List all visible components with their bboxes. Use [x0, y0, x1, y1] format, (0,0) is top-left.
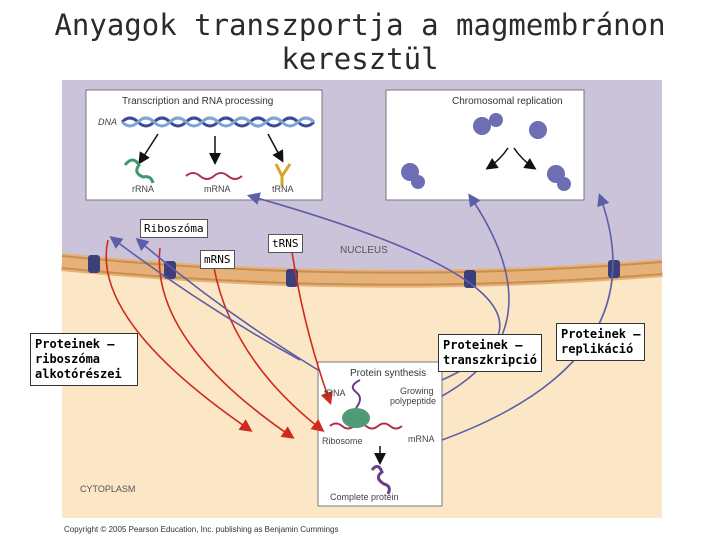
label-ribosomal-proteins-line-3: alkotórészei: [35, 367, 122, 381]
complete-protein-shape: [370, 465, 391, 495]
trna-label: tRNA: [272, 184, 294, 194]
protein-synthesis-caption: Protein synthesis: [350, 368, 427, 379]
complete-protein-label: Complete protein: [330, 492, 399, 502]
arrow-trna-out: [291, 251, 333, 406]
chromosomes: [401, 113, 571, 191]
rrna-shape: [123, 158, 155, 184]
label-replication-proteins: Proteinek – replikáció: [556, 323, 646, 361]
synthesis-ribosome-label: Ribosome: [322, 436, 363, 446]
mrns-label: mRNS: [200, 250, 235, 269]
copyright: Copyright © 2005 Pearson Education, Inc.…: [64, 525, 339, 534]
ribosome-shape: [342, 408, 370, 428]
label-replication-proteins-line-1: Proteinek –: [561, 327, 641, 341]
label-ribosomal-proteins-line-2: riboszóma: [35, 352, 101, 366]
mrna-shape: [185, 172, 243, 180]
arrow-ribosomal-proteins-in-2: [109, 236, 301, 361]
pore: [464, 270, 476, 288]
pore: [88, 255, 100, 273]
replication-caption: Chromosomal replication: [452, 96, 563, 107]
trna-shape: [274, 163, 292, 186]
chromosome: [411, 175, 425, 189]
label-ribosomal-proteins-line-1: Proteinek –: [35, 337, 115, 351]
rrna-label: rRNA: [132, 184, 154, 194]
mrna-label: mRNA: [204, 184, 231, 194]
label-replication-proteins-line-2: replikáció: [561, 342, 634, 356]
arrow-ribosomal-proteins-in: [135, 237, 319, 371]
synthesis-mrna-label: mRNA: [408, 434, 435, 444]
polypeptide-label: polypeptide: [390, 396, 437, 406]
arrow-ribosome-out: [158, 247, 295, 439]
title-line-2: keresztül: [281, 42, 439, 76]
nuclear-envelope: [61, 253, 663, 288]
arrow-transcription-proteins-in: [441, 193, 510, 397]
label-transcription-proteins-line-2: transzkripció: [443, 353, 537, 367]
synthesis-trna-label: tRNA: [324, 388, 346, 398]
label-ribosomal-proteins: Proteinek – riboszóma alkotórészei: [30, 333, 138, 386]
label-transcription-proteins-line-1: Proteinek –: [443, 338, 523, 352]
cytoplasm-label: CYTOPLASM: [80, 484, 136, 494]
transcription-caption: Transcription and RNA processing: [122, 96, 274, 107]
growing-label: Growing: [400, 386, 434, 396]
chromosome: [473, 117, 491, 135]
pore: [608, 260, 620, 278]
chromosome: [557, 177, 571, 191]
pore: [164, 261, 176, 279]
nucleus-label: NUCLEUS: [340, 245, 388, 256]
chromosome: [489, 113, 503, 127]
trns-label: tRNS: [268, 234, 303, 253]
arrow-rrna-out: [105, 239, 253, 432]
title-line-1: Anyagok transzportja a magmembránon: [54, 8, 666, 42]
page-title: Anyagok transzportja a magmembránon kere…: [0, 8, 720, 76]
riboszoma-label: Riboszóma: [140, 219, 208, 238]
chromosome: [529, 121, 547, 139]
dna-helix: [120, 116, 316, 128]
arrow-mrna-out: [213, 267, 325, 432]
dna-label: DNA: [98, 117, 118, 127]
label-transcription-proteins: Proteinek – transzkripció: [438, 334, 542, 372]
nuclear-pores: [88, 255, 620, 288]
